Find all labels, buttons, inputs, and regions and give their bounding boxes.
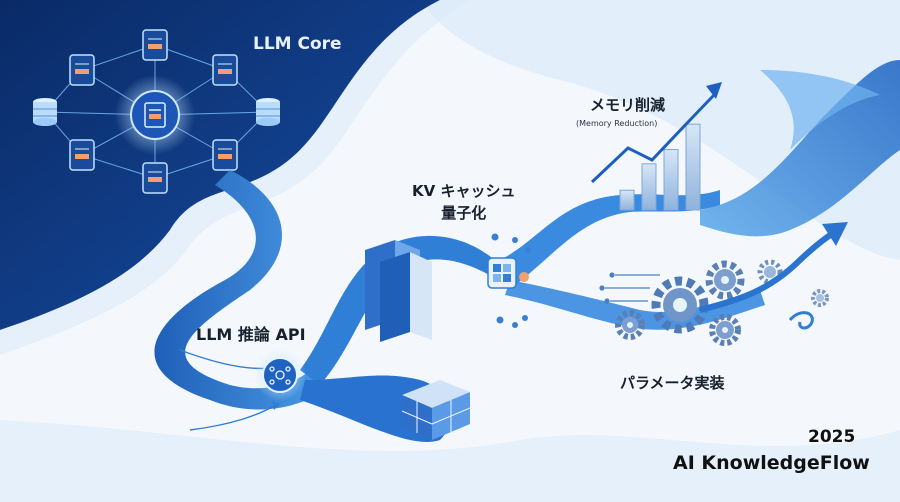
- incoming-arrow-head-2: [272, 401, 280, 410]
- memory-bar-chart: [619, 123, 701, 211]
- memory-trend-arrow-head: [706, 82, 722, 99]
- memory-bar: [663, 149, 679, 211]
- gear-curl-icon: [788, 311, 814, 330]
- quantization-accent-dot: [519, 272, 529, 282]
- module-left-bottom-icon: [69, 139, 95, 171]
- llm-core-label: LLM Core: [253, 34, 342, 54]
- gear-medium-icon: [705, 260, 745, 300]
- parameter-cube-icon: [401, 380, 471, 440]
- memory-trend-line: [590, 93, 716, 184]
- gear-small-bottom-icon: [709, 314, 741, 346]
- footer-year: 2025: [808, 427, 856, 447]
- module-right-top-icon: [212, 54, 238, 86]
- database-right-icon: [256, 98, 280, 126]
- main-flow-ribbon: [154, 170, 330, 410]
- api-hub-network-icon: [269, 366, 291, 385]
- quantization-data-points: [491, 233, 531, 328]
- parameter-trend-arrow: [699, 229, 837, 313]
- gear-large-icon: [651, 276, 709, 334]
- parameter-impl-label: パラメータ実装: [620, 374, 725, 392]
- kv-cache-label: KV キャッシュ 量子化: [412, 180, 515, 224]
- parameter-input-lines: [599, 272, 660, 304]
- core-central-chip-icon: [144, 102, 166, 128]
- database-left-icon: [33, 98, 57, 126]
- inference-api-label: LLM 推論 API: [196, 325, 306, 344]
- module-top-icon: [142, 29, 168, 61]
- memory-reduction-label: メモリ削減: [590, 96, 666, 114]
- core-edge-wave: [0, 0, 470, 355]
- footer-brand: AI KnowledgeFlow: [673, 452, 870, 474]
- gear-tiny-right-icon: [757, 259, 783, 285]
- memory-reduction-en-label: (Memory Reduction): [576, 119, 658, 128]
- gear-small-left-icon: [615, 310, 645, 340]
- module-right-bottom-icon: [212, 139, 238, 171]
- parameter-trend-arrow-head: [822, 222, 848, 246]
- kv-cache-label-line2: 量子化: [441, 204, 487, 222]
- module-bottom-icon: [142, 162, 168, 194]
- gear-tiny-far-icon: [811, 289, 829, 307]
- right-swoosh-accent: [760, 70, 880, 150]
- quantization-chip-icon: [487, 257, 517, 289]
- module-left-top-icon: [69, 54, 95, 86]
- core-module-icons: [69, 29, 238, 194]
- memory-bar: [641, 163, 657, 211]
- api-hub-node: [262, 357, 298, 393]
- parameter-gears: [615, 259, 829, 346]
- bottom-wash: [0, 420, 900, 502]
- kv-cache-label-line1: KV キャッシュ: [412, 182, 516, 200]
- memory-bar: [685, 123, 701, 211]
- memory-bar: [619, 189, 635, 211]
- kv-block-stack-icon: [365, 240, 432, 342]
